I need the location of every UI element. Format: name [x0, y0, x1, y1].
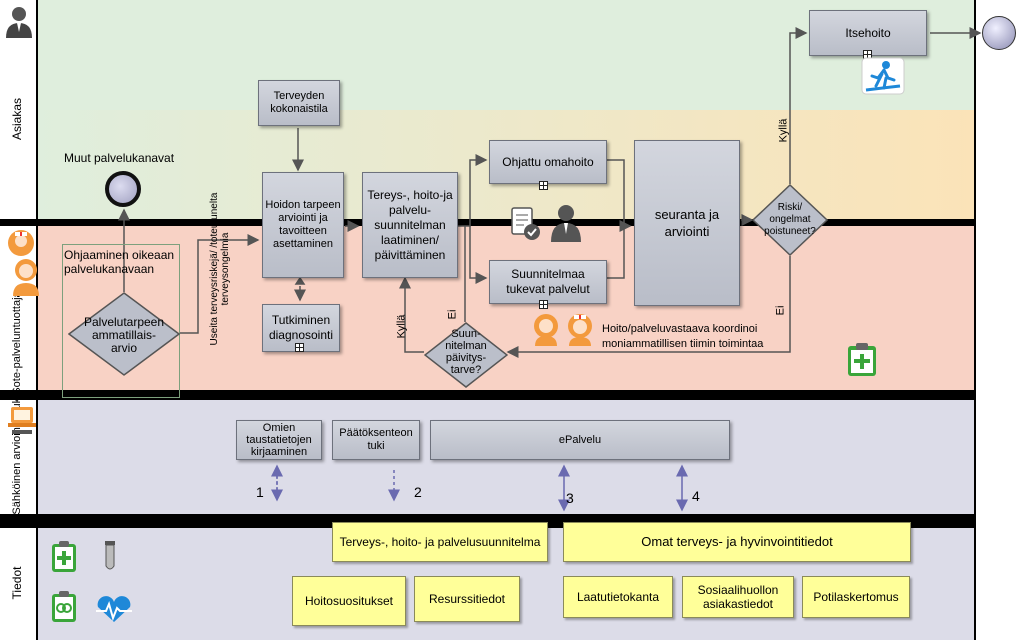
suunnitelman-gateway-shape [424, 322, 508, 388]
epalvelu-task[interactable]: ePalvelu [430, 420, 730, 460]
riski-gateway[interactable]: Riski/ ongelmat poistuneet? [764, 202, 816, 237]
end-event[interactable] [982, 16, 1016, 50]
divider-sote [0, 390, 976, 400]
potilaskertomus-data[interactable]: Potilaskertomus [802, 576, 910, 618]
treadmill-runner-icon [861, 57, 905, 95]
tereys-hoito-task[interactable]: Tereys-, hoito-ja palvelu-suunnitelman l… [362, 172, 458, 278]
checklist-icon [511, 207, 540, 240]
test-tube-icon [105, 541, 115, 570]
team-doctor-icon [534, 314, 558, 346]
ohjattu-omahoito-task[interactable]: Ohjattu omahoito [489, 140, 607, 184]
muut-palvelukanavat-event[interactable] [105, 171, 141, 207]
right-border [974, 0, 976, 640]
clipboard-plus-icon [52, 541, 76, 572]
vertical-note: Useita terveysriskejä/ /toteutunelta ter… [209, 192, 231, 346]
seuranta-task[interactable]: seuranta ja arviointi [634, 140, 740, 306]
nurse-icon [8, 230, 34, 256]
clipboard-lungs-icon [52, 591, 76, 622]
ei-label-suunnitelma: Ei [446, 309, 459, 320]
omien-taustatietojen-task[interactable]: Omien taustatietojen kirjaaminen [236, 420, 322, 460]
heartbeat-icon [96, 596, 132, 622]
doctor-icon [551, 205, 581, 242]
team-nurse-icon [568, 314, 592, 346]
suunnitelmaa-tukevat-task[interactable]: Suunnitelmaa tukevat palvelut [489, 260, 607, 304]
professional-icon [13, 259, 39, 296]
medical-clipboard-icon [848, 343, 876, 376]
paatoksenteon-tuki-task[interactable]: Päätöksenteon tuki [332, 420, 420, 460]
palvelutarpeen-gateway[interactable]: Palvelutarpeen ammatillais-arvio [83, 315, 165, 355]
header-divider [36, 0, 38, 640]
terveyden-kokonaistila-task[interactable]: Terveyden kokonaistila [258, 80, 340, 126]
customer-icon [6, 7, 32, 38]
resurssitiedot-data[interactable]: Resurssitiedot [414, 576, 520, 622]
kylla-label-riski: Kyllä [777, 118, 790, 143]
sosiaalihuollon-data[interactable]: Sosiaalihuollon asiakastiedot [682, 576, 794, 618]
tutkiminen-subprocess-icon [295, 343, 304, 352]
ohjaaminen-label: Ohjaaminen oikeaan palvelukanavaan [64, 248, 175, 276]
hoidon-tarpeen-task[interactable]: Hoidon tarpeen arviointi ja tavoitteen a… [262, 172, 344, 278]
ohjaaminen-group [62, 244, 180, 398]
hoito-palveluvastaava-note: Hoito/palveluvastaava koordinoi moniamma… [602, 323, 764, 350]
ei-label-riski: Ei [774, 305, 787, 316]
omat-tiedot-data[interactable]: Omat terveys- ja hyvinvointitiedot [563, 522, 911, 562]
laatutietokanta-data[interactable]: Laatutietokanta [563, 576, 673, 618]
step-number-4: 4 [692, 488, 700, 504]
itsehoito-task[interactable]: Itsehoito [809, 10, 927, 56]
palvelutarpeen-gateway-shape [68, 292, 180, 376]
ohjattu-subprocess-icon [539, 181, 548, 190]
suunnitelmaa-subprocess-icon [539, 300, 548, 309]
step-number-2: 2 [414, 484, 422, 500]
suunnitelman-gateway[interactable]: Suun-nitelman päivitys-tarve? [445, 328, 487, 376]
muut-palvelukanavat-label: Muut palvelukanavat [64, 151, 175, 165]
divider-asiakas [0, 219, 976, 226]
kylla-label-suunnitelma: Kyllä [395, 314, 408, 339]
step-number-1: 1 [256, 484, 264, 500]
lane-header-column [0, 0, 36, 640]
riski-gateway-shape [752, 184, 828, 256]
laptop-icon [8, 407, 36, 434]
hoitosuositukset-data[interactable]: Hoitosuositukset [292, 576, 406, 626]
suunnitelma-data[interactable]: Terveys-, hoito- ja palvelusuunnitelma [332, 522, 548, 562]
step-number-3: 3 [566, 490, 574, 506]
